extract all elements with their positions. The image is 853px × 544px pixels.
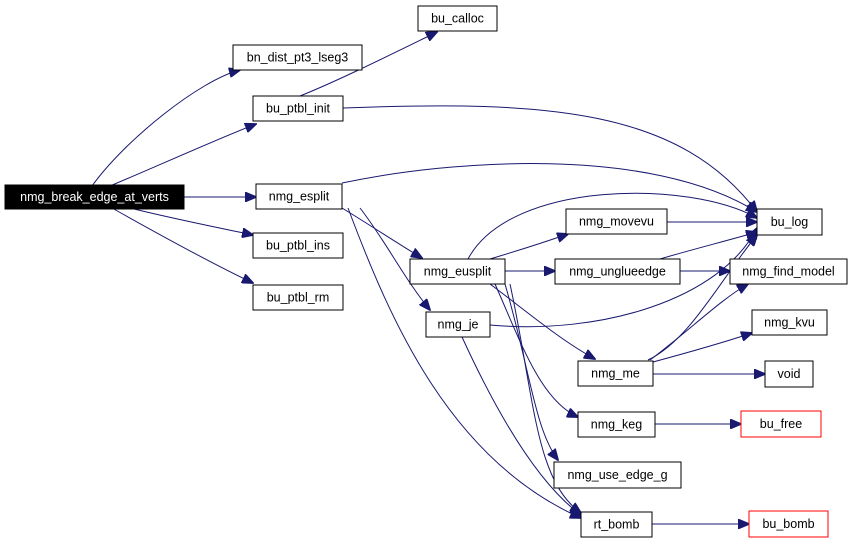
- edge-nmg-je-to-rt-bomb: [461, 336, 581, 515]
- node-label: bu_calloc: [431, 12, 484, 26]
- edge-root-to-bu-ptbl-ins: [129, 207, 253, 235]
- node-nmg-je[interactable]: nmg_je: [425, 311, 491, 338]
- node-nmg-break-edge-at-verts[interactable]: nmg_break_edge_at_verts: [4, 184, 185, 210]
- node-nmg-keg[interactable]: nmg_keg: [577, 411, 656, 438]
- edge-nmg-je-to-bu-log: [489, 228, 757, 328]
- node-label: nmg_keg: [591, 418, 642, 432]
- edge-nmg-eusplit-to-rt-bomb: [509, 283, 581, 513]
- node-void[interactable]: void: [764, 360, 814, 388]
- node-label: void: [778, 367, 801, 381]
- edge-bu-ptbl-init-to-bu-log: [342, 105, 757, 212]
- node-nmg-unglueedge[interactable]: nmg_unglueedge: [554, 258, 681, 285]
- edge-nmg-eusplit-to-nmg-me: [489, 283, 595, 359]
- node-bu-ptbl-init[interactable]: bu_ptbl_init: [252, 95, 344, 122]
- node-label: bu_free: [760, 417, 802, 431]
- node-bu-ptbl-rm[interactable]: bu_ptbl_rm: [252, 284, 344, 311]
- node-bn-dist-pt3-lseg3[interactable]: bn_dist_pt3_lseg3: [232, 44, 363, 71]
- node-nmg-find-model[interactable]: nmg_find_model: [729, 258, 848, 285]
- edge-nmg-me-to-nmg-kvu: [652, 333, 752, 363]
- node-label: bu_bomb: [762, 517, 814, 531]
- node-label: bn_dist_pt3_lseg3: [247, 51, 349, 65]
- node-bu-free[interactable]: bu_free: [740, 410, 822, 438]
- node-nmg-use-edge-g[interactable]: nmg_use_edge_g: [553, 461, 682, 489]
- edge-nmg-me-to-bu-log: [647, 235, 757, 361]
- node-label: nmg_movevu: [579, 215, 654, 229]
- node-label: nmg_me: [591, 367, 640, 381]
- edge-nmg-unglueedge-to-bu-log: [659, 232, 757, 260]
- node-bu-calloc[interactable]: bu_calloc: [417, 5, 498, 32]
- node-rt-bomb[interactable]: rt_bomb: [580, 511, 653, 538]
- node-bu-bomb[interactable]: bu_bomb: [748, 510, 829, 538]
- node-label: nmg_find_model: [742, 265, 834, 279]
- edges-layer: [91, 32, 765, 524]
- node-bu-ptbl-ins[interactable]: bu_ptbl_ins: [252, 232, 344, 259]
- node-label: nmg_eusplit: [424, 265, 492, 279]
- edge-root-to-bu-ptbl-rm: [111, 207, 253, 283]
- edge-nmg-esplit-to-nmg-je: [359, 207, 430, 310]
- node-nmg-kvu[interactable]: nmg_kvu: [751, 309, 828, 336]
- node-nmg-movevu[interactable]: nmg_movevu: [565, 208, 668, 235]
- node-label: nmg_unglueedge: [569, 265, 666, 279]
- node-label: nmg_esplit: [269, 190, 330, 204]
- node-label: nmg_use_edge_g: [567, 468, 667, 482]
- edge-nmg-esplit-to-nmg-eusplit: [341, 207, 422, 258]
- edge-nmg-eusplit-to-nmg-use-edge-g: [504, 283, 558, 460]
- node-nmg-me[interactable]: nmg_me: [577, 360, 654, 387]
- node-label: bu_ptbl_init: [266, 102, 330, 116]
- node-label: nmg_je: [438, 318, 479, 332]
- node-label: bu_log: [771, 215, 809, 229]
- node-bu-log[interactable]: bu_log: [756, 208, 823, 236]
- edge-nmg-esplit-to-rt-bomb: [347, 207, 581, 518]
- node-label: nmg_kvu: [764, 316, 815, 330]
- node-label: nmg_break_edge_at_verts: [20, 190, 169, 204]
- edge-nmg-eusplit-to-nmg-keg: [494, 283, 578, 417]
- edge-root-to-bu-ptbl-init: [109, 124, 256, 187]
- edge-nmg-eusplit-to-bu-log: [467, 192, 757, 260]
- edge-root-to-bn-dist-pt3-lseg3: [91, 70, 240, 187]
- node-nmg-eusplit[interactable]: nmg_eusplit: [409, 258, 506, 285]
- nodes-layer: nmg_break_edge_at_verts bn_dist_pt3_lseg…: [4, 5, 848, 538]
- node-label: bu_ptbl_ins: [266, 239, 330, 253]
- edge-nmg-me-to-nmg-find-model: [649, 284, 748, 361]
- node-label: rt_bomb: [594, 518, 640, 532]
- node-nmg-esplit[interactable]: nmg_esplit: [255, 183, 343, 210]
- edge-nmg-eusplit-to-nmg-movevu: [489, 234, 568, 260]
- edge-bu-ptbl-init-to-bu-calloc: [299, 32, 437, 97]
- edge-nmg-esplit-to-bu-log: [341, 163, 757, 212]
- node-label: bu_ptbl_rm: [267, 291, 330, 305]
